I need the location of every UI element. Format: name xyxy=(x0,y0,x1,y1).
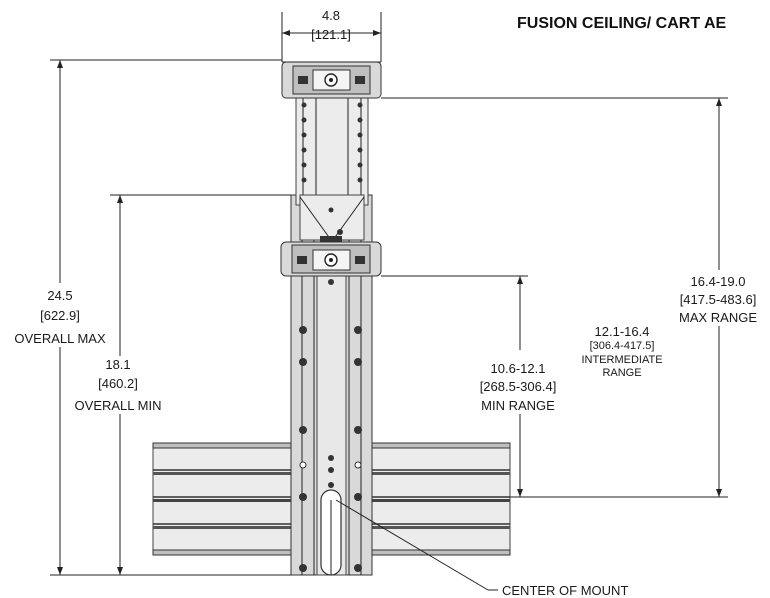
intermediate-range-label-2: RANGE xyxy=(602,367,641,379)
overall-max-value: 24.5 xyxy=(47,288,72,303)
drawing-title: FUSION CEILING/ CART AE xyxy=(517,15,727,32)
overall-min-value: 18.1 xyxy=(105,357,130,372)
clamp-bracket xyxy=(280,194,382,277)
top-width-dimension: 4.8 [121.1] xyxy=(281,8,382,62)
min-range-value: 10.6-12.1 xyxy=(491,361,546,376)
max-range-metric: [417.5-483.6] xyxy=(680,292,757,307)
max-range-label: MAX RANGE xyxy=(679,310,757,325)
overall-min-dimension: 18.1 [460.2] OVERALL MIN xyxy=(68,194,291,575)
center-of-mount-label: CENTER OF MOUNT xyxy=(502,583,628,598)
intermediate-range-label-1: INTERMEDIATE xyxy=(581,354,662,366)
intermediate-range-value: 12.1-16.4 xyxy=(595,324,650,339)
intermediate-range-label: 12.1-16.4 [306.4-417.5] INTERMEDIATE RAN… xyxy=(581,324,662,379)
overall-min-label: OVERALL MIN xyxy=(75,398,162,413)
max-range-dimension: 16.4-19.0 [417.5-483.6] MAX RANGE xyxy=(381,97,766,498)
overall-max-label: OVERALL MAX xyxy=(14,331,106,346)
min-range-dimension: 10.6-12.1 [268.5-306.4] MIN RANGE xyxy=(381,275,570,497)
overall-max-dimension: 24.5 [622.9] OVERALL MAX xyxy=(8,59,291,576)
top-width-metric: [121.1] xyxy=(311,27,351,42)
min-range-metric: [268.5-306.4] xyxy=(480,379,557,394)
center-of-mount-callout: CENTER OF MOUNT xyxy=(335,499,628,598)
ceiling-block xyxy=(281,61,382,99)
top-width-value: 4.8 xyxy=(322,8,340,23)
overall-min-metric: [460.2] xyxy=(98,376,138,391)
min-range-label: MIN RANGE xyxy=(481,398,555,413)
intermediate-range-metric: [306.4-417.5] xyxy=(590,340,655,352)
max-range-value: 16.4-19.0 xyxy=(691,274,746,289)
upper-pole xyxy=(295,94,369,206)
overall-max-metric: [622.9] xyxy=(40,308,80,323)
